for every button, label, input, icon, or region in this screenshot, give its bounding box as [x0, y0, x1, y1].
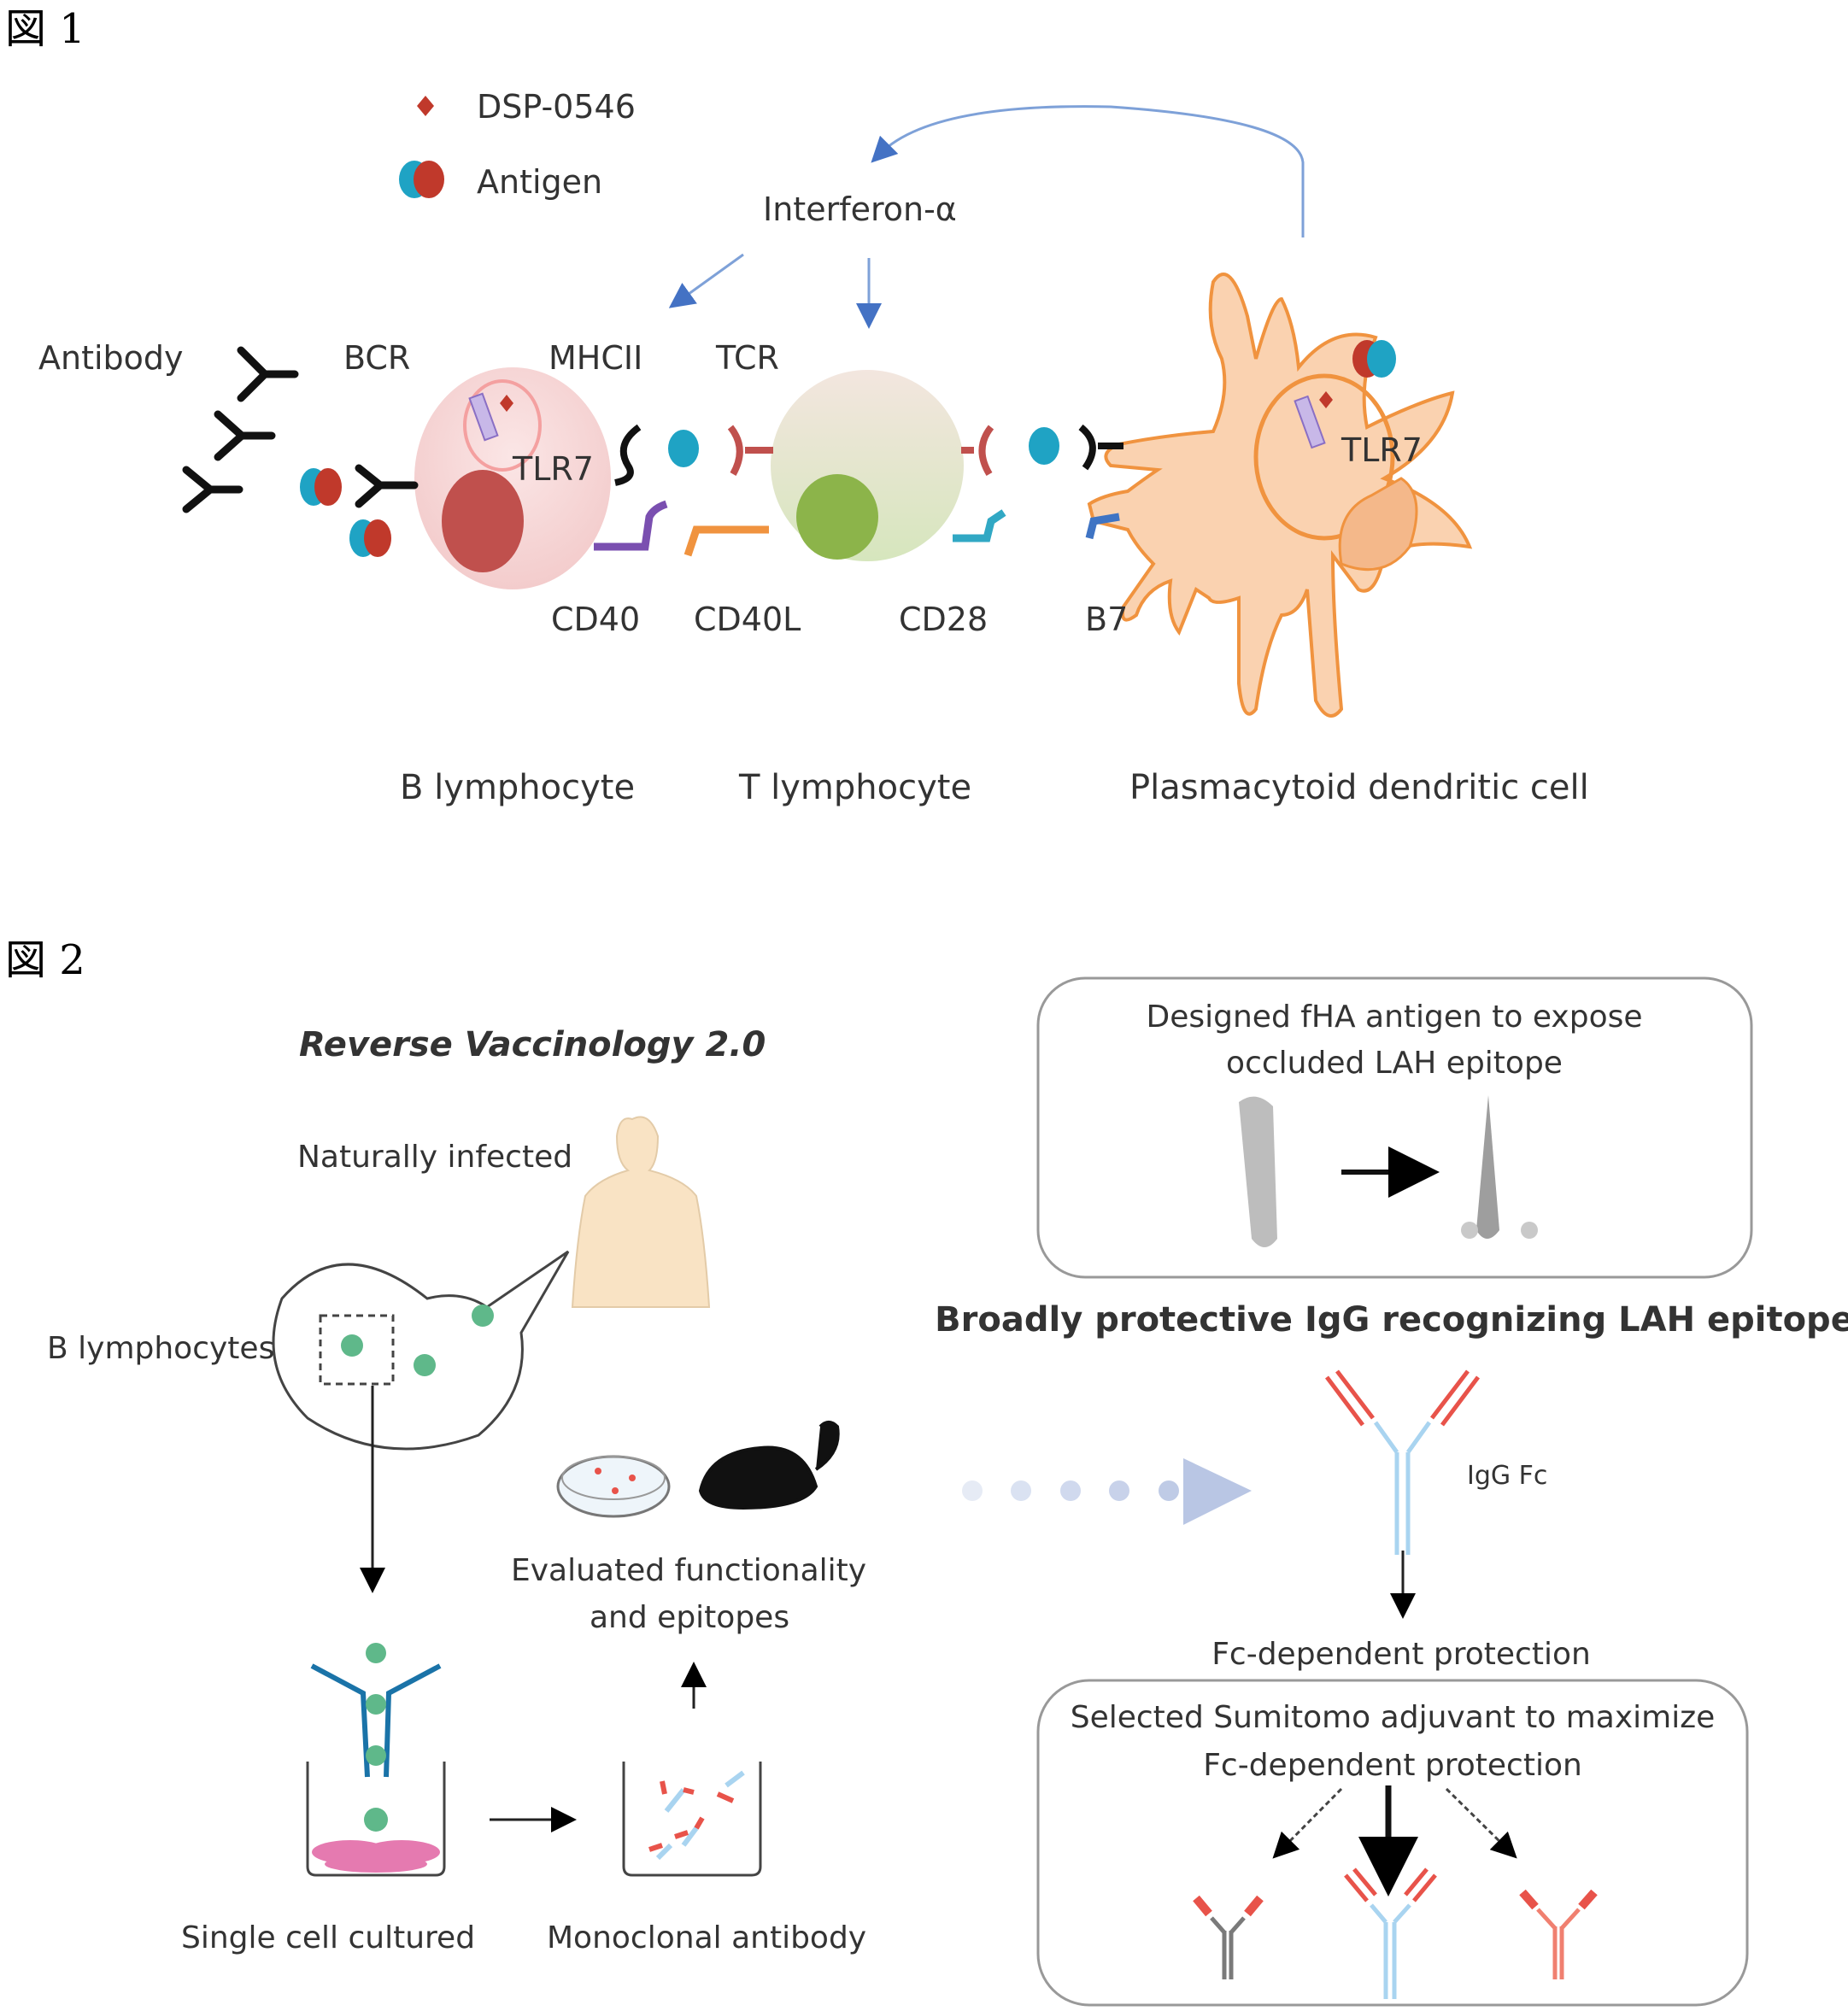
speech-bubble: [272, 1250, 570, 1451]
tlr7-receptor-icon: [468, 392, 499, 442]
antigen-icon: [399, 161, 444, 198]
cd40l-label: CD40L: [694, 601, 801, 638]
igg-antibody-icon: [1325, 1369, 1480, 1555]
cd40-label: CD40: [551, 601, 640, 638]
antibody-fragments: [648, 1770, 745, 1861]
b7-icon: [1085, 513, 1120, 540]
selection-box: [319, 1314, 395, 1386]
person-icon: [571, 1116, 711, 1308]
legend: DSP-0546 Antigen: [399, 88, 636, 201]
antibody-gray-icon: [1193, 1895, 1264, 1979]
culture-well: [306, 1762, 446, 1877]
tlr7-receptor-icon: [1294, 395, 1326, 449]
antigen-icon: [349, 519, 391, 557]
tcr-label: TCR: [715, 339, 779, 377]
antigen-icon: [1352, 340, 1396, 378]
antigen-icon: [300, 468, 342, 506]
t-lymphocyte: [683, 370, 1006, 561]
antibody-red-icon: [1519, 1889, 1598, 1979]
selected-line2: Fc-dependent protection: [1203, 1748, 1582, 1783]
legend-dsp-label: DSP-0546: [477, 88, 636, 126]
fc-dependent-label: Fc-dependent protection: [1211, 1637, 1591, 1672]
cd40-icon: [594, 500, 668, 551]
ifn-arrow-b: [668, 253, 744, 308]
dashed-arrow-right: [1445, 1787, 1517, 1859]
b-cell-icon: [341, 1334, 363, 1357]
mhcii-label: MHCII: [549, 339, 642, 377]
mhcii-pdc-icon: [1078, 424, 1123, 471]
progress-dots-arrow: [962, 1458, 1252, 1525]
diamond-icon: [500, 395, 513, 412]
pipette-icon: [310, 1663, 442, 1778]
evaluated-line1: Evaluated functionality: [511, 1553, 866, 1588]
full-ha-structure-icon: [1239, 1096, 1277, 1247]
cd40l-icon: [683, 525, 769, 557]
petri-dish-icon: [556, 1455, 671, 1518]
antibody-icon: [214, 410, 276, 461]
tlr7-pdc-label: TLR7: [1341, 431, 1423, 469]
tlr7-b-label: TLR7: [512, 450, 594, 488]
tcr-icon: [727, 425, 773, 476]
pdc-endosome: [1253, 373, 1395, 541]
b-cell-icon: [472, 1305, 494, 1327]
cd28-icon: [953, 509, 1006, 542]
dashed-arrow-left: [1272, 1787, 1343, 1859]
b-lymphocyte-label: B lymphocyte: [400, 768, 635, 807]
pdc-nucleus: [1338, 477, 1418, 572]
fha-structure-icon: [1476, 1095, 1499, 1239]
legend-antigen-label: Antigen: [477, 163, 602, 201]
b-endosome: [463, 379, 542, 472]
designed-line1: Designed fHA antigen to expose: [1147, 1000, 1643, 1035]
antibody-icon: [237, 346, 299, 402]
antibody-label: Antibody: [38, 339, 184, 377]
evaluated-line2: and epitopes: [590, 1600, 789, 1635]
naturally-infected-label: Naturally infected: [297, 1140, 572, 1175]
free-antibodies: [182, 346, 299, 513]
bcr-icon: [355, 464, 419, 508]
b-lymphocytes-label: B lymphocytes: [47, 1331, 274, 1366]
antigen-peptide-icon: [1029, 427, 1059, 465]
b-lymphocyte: TLR7: [300, 367, 668, 589]
antibody-well: [622, 1762, 762, 1877]
antibody-blue-icon: [1344, 1867, 1437, 1999]
diamond-icon: [417, 96, 434, 116]
figure1-label: 図 1: [5, 5, 85, 53]
mouse-icon: [698, 1421, 840, 1510]
feedback-arrow: [871, 105, 1305, 237]
broadly-protective-label: Broadly protective IgG recognizing LAH e…: [935, 1300, 1848, 1340]
designed-antigen-box: [1036, 976, 1753, 1279]
selected-line1: Selected Sumitomo adjuvant to maximize: [1071, 1700, 1716, 1735]
b7-label: B7: [1085, 601, 1128, 638]
rv-title: Reverse Vaccinology 2.0: [299, 1025, 766, 1064]
b-nucleus: [442, 470, 524, 572]
monoclonal-label: Monoclonal antibody: [547, 1920, 866, 1955]
b-cell-icon: [414, 1354, 436, 1376]
t-nucleus: [796, 474, 878, 560]
mhcii-icon: [614, 424, 642, 486]
interferon-label: Interferon-α: [763, 191, 957, 228]
diamond-icon: [1319, 391, 1333, 408]
cd28-label: CD28: [899, 601, 988, 638]
antigen-peptide-icon: [668, 430, 699, 467]
figure2-label: 図 2: [5, 936, 85, 984]
bcr-label: BCR: [343, 339, 410, 377]
igg-fc-label: IgG Fc: [1467, 1461, 1547, 1491]
pdc-label: Plasmacytoid dendritic cell: [1129, 768, 1589, 807]
designed-line2: occluded LAH epitope: [1226, 1046, 1563, 1081]
single-cell-label: Single cell cultured: [181, 1920, 475, 1955]
antibody-icon: [182, 466, 243, 513]
cd28-receptor-icon: [961, 425, 994, 477]
t-lymphocyte-label: T lymphocyte: [738, 768, 971, 807]
plasmacytoid-dendritic-cell: TLR7: [1078, 273, 1473, 718]
